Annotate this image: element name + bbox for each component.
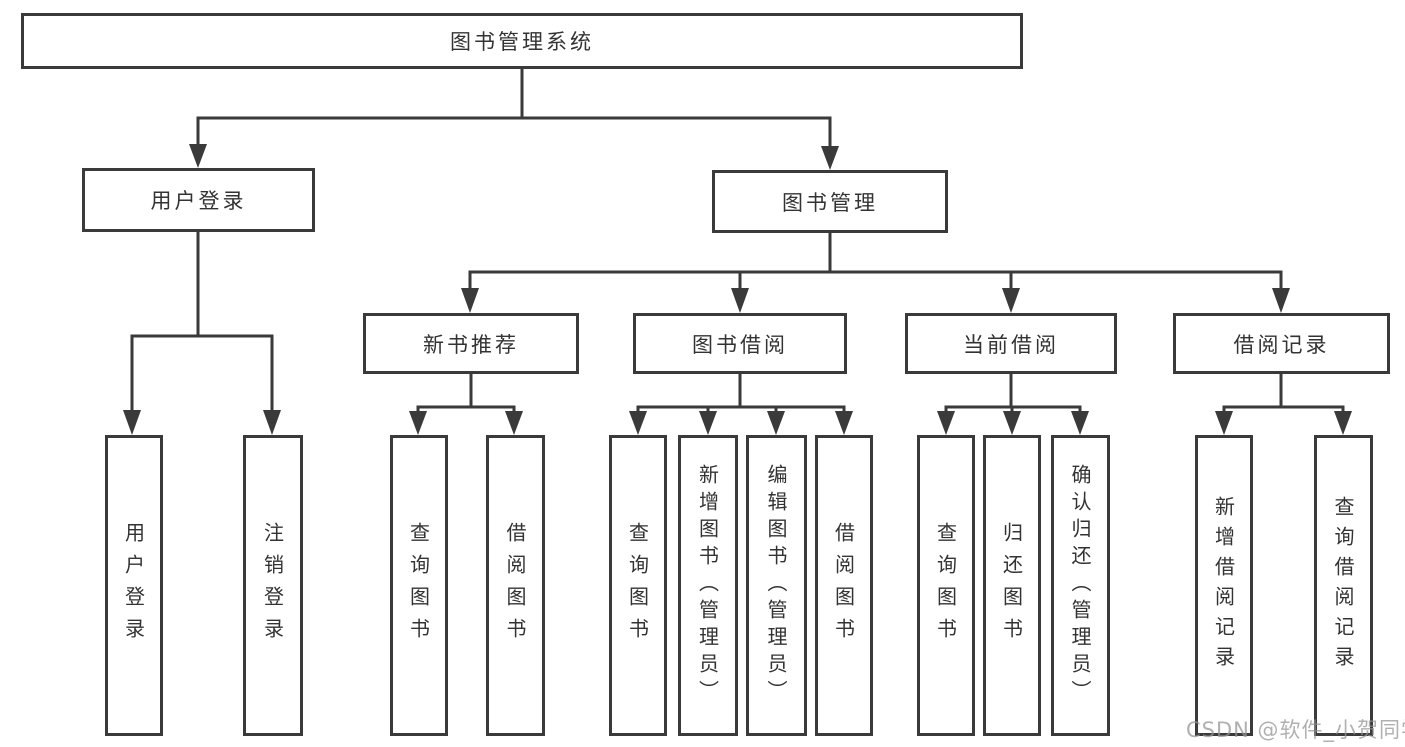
leaf-borrow-books-label: 借阅图书	[831, 521, 856, 650]
node-borrow-records: 借阅记录	[1173, 313, 1390, 374]
leaf-query-books-recommend: 查询图书	[390, 435, 448, 736]
node-book-borrow-label: 图书借阅	[692, 332, 788, 357]
leaf-borrow-books-recommend: 借阅图书	[486, 435, 545, 736]
leaf-edit-books-admin: 编辑图书（管理员）	[746, 435, 807, 736]
leaf-logout: 注销登录	[243, 435, 303, 736]
leaf-query-borrow-record-label: 查询借阅记录	[1331, 495, 1355, 676]
leaf-user-login-label: 用户登录	[121, 521, 146, 650]
leaf-add-books-admin: 新增图书（管理员）	[678, 435, 738, 736]
leaf-add-borrow-record: 新增借阅记录	[1195, 435, 1253, 736]
node-book-management-label: 图书管理	[782, 190, 878, 215]
leaf-edit-books-admin-label: 编辑图书（管理员）	[764, 464, 788, 707]
leaf-query-books-current: 查询图书	[917, 435, 975, 736]
leaf-borrow-books: 借阅图书	[815, 435, 873, 736]
node-new-book-recommend: 新书推荐	[363, 313, 579, 374]
node-new-book-recommend-label: 新书推荐	[423, 332, 519, 357]
node-borrow-records-label: 借阅记录	[1233, 332, 1330, 357]
leaf-borrow-books-recommend-label: 借阅图书	[503, 521, 527, 650]
node-current-borrow: 当前借阅	[905, 313, 1117, 374]
node-book-management: 图书管理	[712, 170, 948, 233]
node-root: 图书管理系统	[21, 13, 1023, 69]
node-book-borrow: 图书借阅	[633, 313, 847, 374]
leaf-confirm-return-admin-label: 确认归还（管理员）	[1068, 464, 1092, 707]
leaf-confirm-return-admin: 确认归还（管理员）	[1051, 435, 1110, 736]
node-user-login: 用户登录	[82, 168, 315, 232]
node-current-borrow-label: 当前借阅	[963, 332, 1059, 357]
leaf-query-books-current-label: 查询图书	[933, 521, 958, 650]
leaf-return-books-label: 归还图书	[999, 521, 1024, 650]
leaf-add-books-admin-label: 新增图书（管理员）	[695, 464, 720, 707]
leaf-user-login: 用户登录	[105, 435, 163, 736]
csdn-watermark: CSDN @软件_小贺同学	[1186, 718, 1405, 742]
leaf-query-borrow-record: 查询借阅记录	[1314, 435, 1373, 736]
node-user-login-label: 用户登录	[150, 189, 247, 213]
arrowhead-icons	[123, 144, 1352, 435]
leaf-return-books: 归还图书	[983, 435, 1041, 736]
leaf-query-books-borrow-label: 查询图书	[625, 521, 650, 650]
node-root-label: 图书管理系统	[450, 30, 594, 54]
leaf-query-books-borrow: 查询图书	[609, 435, 667, 736]
leaf-query-books-recommend-label: 查询图书	[406, 521, 431, 650]
leaf-add-borrow-record-label: 新增借阅记录	[1211, 495, 1236, 676]
leaf-logout-label: 注销登录	[260, 521, 285, 650]
